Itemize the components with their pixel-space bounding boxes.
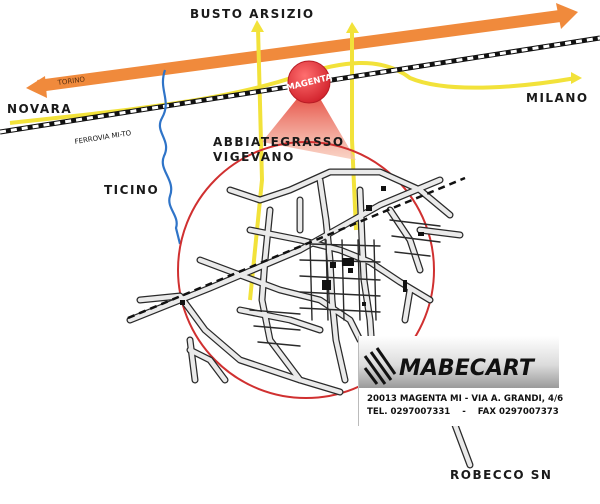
street-network bbox=[126, 168, 474, 469]
fax-label: FAX bbox=[477, 407, 496, 417]
company-contacts: TEL. 0297007331 - FAX 0297007373 bbox=[367, 407, 559, 417]
railway-town bbox=[127, 176, 466, 320]
phone-number[interactable]: 0297007331 bbox=[390, 407, 451, 417]
phone-label: TEL. bbox=[367, 407, 388, 417]
motorway-arrow bbox=[26, 3, 578, 98]
fax-number[interactable]: 0297007373 bbox=[498, 407, 559, 417]
town-milano: MILANO bbox=[526, 91, 589, 105]
company-card: MABECART 20013 MAGENTA MI - VIA A. GRAND… bbox=[358, 336, 563, 426]
ticino-river bbox=[158, 69, 182, 245]
main-roads bbox=[9, 20, 582, 301]
town-novara: NOVARA bbox=[7, 102, 73, 116]
company-header: MABECART bbox=[359, 336, 559, 388]
river-ticino: TICINO bbox=[104, 183, 160, 197]
railway-label: FERROVIA MI-TO bbox=[74, 129, 132, 146]
contact-separator: - bbox=[462, 407, 466, 417]
town-vigevano: VIGEVANO bbox=[213, 150, 295, 164]
magenta-marker[interactable] bbox=[287, 60, 331, 104]
area-circle bbox=[177, 141, 435, 399]
company-name: MABECART bbox=[399, 356, 534, 381]
town-busto-arsizio: BUSTO ARSIZIO bbox=[190, 7, 315, 21]
company-address: 20013 MAGENTA MI - VIA A. GRANDI, 4/6 bbox=[367, 394, 564, 404]
torino-label: TORINO bbox=[56, 75, 86, 87]
town-robecco: ROBECCO SN bbox=[450, 468, 553, 482]
stripes-logo-icon bbox=[363, 347, 397, 385]
town-abbiategrasso: ABBIATEGRASSO bbox=[213, 135, 345, 149]
